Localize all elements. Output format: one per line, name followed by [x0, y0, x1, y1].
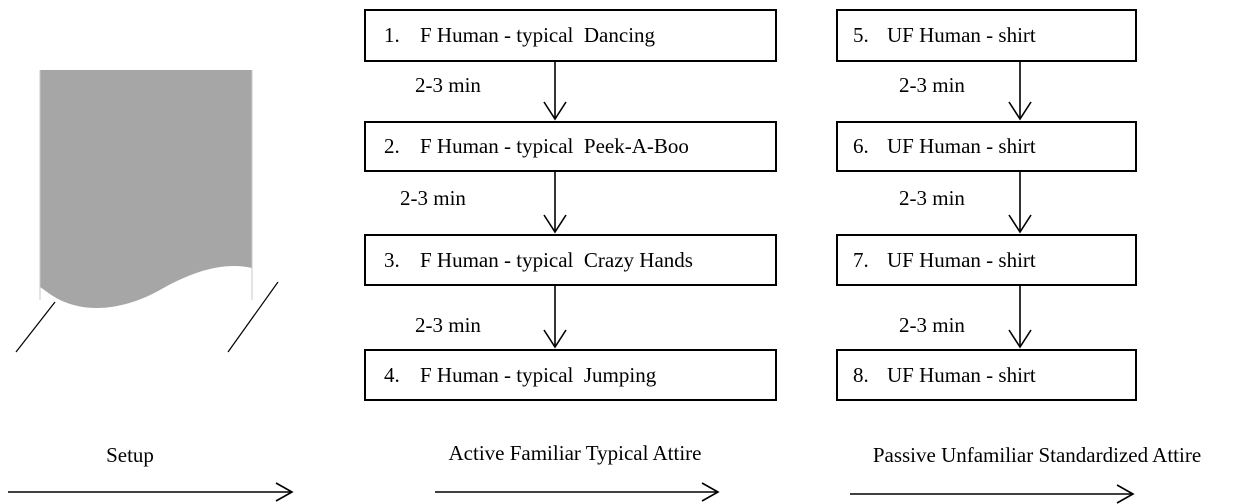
step-text: F Human - typical Crazy Hands — [420, 247, 693, 272]
step-box-8: 8. UF Human - shirt — [836, 349, 1137, 401]
step-box-1: 1. F Human - typical Dancing — [364, 9, 777, 62]
active-timeline-arrow — [435, 482, 720, 502]
step-number: 2. — [384, 134, 400, 158]
step-number: 1. — [384, 23, 400, 47]
interval-label: 2-3 min — [899, 73, 965, 97]
step-box-7: 7. UF Human - shirt — [836, 234, 1137, 286]
passive-phase-label: Passive Unfamiliar Standardized Attire — [872, 443, 1202, 467]
step-text: F Human - typical Peek-A-Boo — [420, 134, 689, 158]
arrow-down-5-6 — [1008, 62, 1032, 121]
interval-label: 2-3 min — [415, 313, 481, 337]
step-number: 8. — [853, 362, 869, 387]
arrow-down-6-7 — [1008, 172, 1032, 234]
arrow-down-1-2 — [543, 62, 567, 121]
interval-label: 2-3 min — [899, 186, 965, 210]
step-number: 6. — [853, 134, 869, 158]
step-number: 5. — [853, 23, 869, 47]
interval-label: 2-3 min — [400, 186, 466, 210]
setup-phase-label: Setup — [106, 443, 154, 467]
step-number: 4. — [384, 362, 400, 387]
left-stand-leg — [15, 301, 56, 353]
step-box-3: 3. F Human - typical Crazy Hands — [364, 234, 777, 286]
step-box-2: 2. F Human - typical Peek-A-Boo — [364, 121, 777, 172]
curtain — [40, 70, 252, 309]
step-text: UF Human - shirt — [887, 247, 1036, 272]
passive-timeline-arrow — [850, 484, 1135, 504]
arrow-down-2-3 — [543, 172, 567, 234]
step-box-4: 4. F Human - typical Jumping — [364, 349, 777, 401]
arrow-down-3-4 — [543, 286, 567, 349]
step-text: UF Human - shirt — [887, 23, 1036, 47]
step-number: 7. — [853, 247, 869, 272]
interval-label: 2-3 min — [899, 313, 965, 337]
setup-timeline-arrow — [8, 482, 294, 502]
setup-illustration — [15, 70, 279, 353]
interval-label: 2-3 min — [415, 73, 481, 97]
arrow-down-7-8 — [1008, 286, 1032, 349]
right-stand-leg — [227, 281, 279, 353]
step-box-5: 5. UF Human - shirt — [836, 9, 1137, 62]
step-text: UF Human - shirt — [887, 362, 1036, 387]
step-text: UF Human - shirt — [887, 134, 1036, 158]
step-text: F Human - typical Jumping — [420, 362, 657, 387]
step-number: 3. — [384, 247, 400, 272]
step-text: F Human - typical Dancing — [420, 23, 656, 47]
step-box-6: 6. UF Human - shirt — [836, 121, 1137, 172]
active-phase-label: Active Familiar Typical Attire — [448, 441, 702, 465]
